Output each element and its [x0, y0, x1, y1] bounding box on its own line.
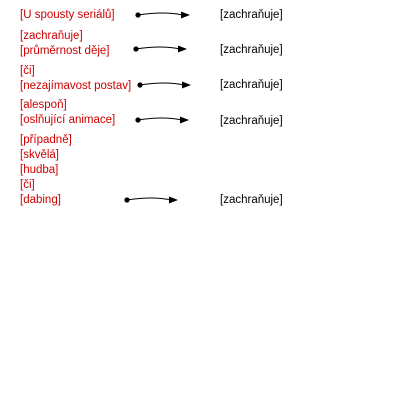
- alignment-arrow: [133, 45, 187, 53]
- alignment-arrow: [137, 81, 191, 89]
- arrow-line: [126, 197, 172, 201]
- alignment-arrow: [135, 116, 189, 124]
- arrow-line: [135, 46, 181, 50]
- source-token: [hudba]: [20, 164, 59, 176]
- arrow-head: [180, 116, 189, 124]
- source-token: [či]: [20, 65, 35, 77]
- alignment-arrow: [124, 196, 178, 204]
- target-token: [zachraňuje]: [220, 9, 283, 21]
- arrow-head: [181, 11, 190, 19]
- arrow-line: [137, 117, 183, 121]
- source-token: [případně]: [20, 134, 72, 146]
- arrow-line: [139, 82, 185, 86]
- source-token: [U spousty seriálů]: [20, 9, 115, 21]
- source-token: [průměrnost děje]: [20, 45, 110, 57]
- source-token: [skvělá]: [20, 149, 59, 161]
- target-token: [zachraňuje]: [220, 194, 283, 206]
- source-token: [či]: [20, 179, 35, 191]
- source-token: [zachraňuje]: [20, 30, 83, 42]
- target-token: [zachraňuje]: [220, 79, 283, 91]
- target-token: [zachraňuje]: [220, 115, 283, 127]
- alignment-arrow: [135, 11, 190, 19]
- arrow-head: [178, 45, 187, 53]
- arrow-head: [169, 196, 178, 204]
- target-token: [zachraňuje]: [220, 44, 283, 56]
- source-token: [nezajímavost postav]: [20, 80, 132, 92]
- arrow-head: [182, 81, 191, 89]
- source-token: [alespoň]: [20, 99, 67, 111]
- source-token: [dabing]: [20, 194, 61, 206]
- arrow-line: [137, 12, 184, 16]
- source-token: [oslňující animace]: [20, 114, 116, 126]
